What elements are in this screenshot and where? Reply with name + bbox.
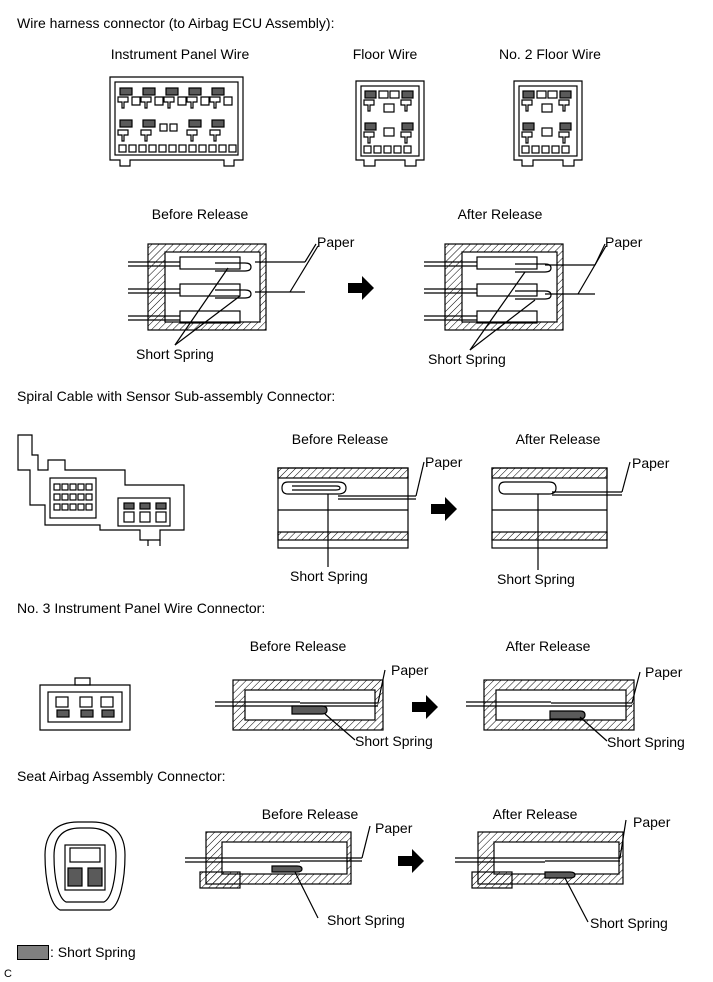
label-instrument-panel-wire: Instrument Panel Wire bbox=[110, 46, 250, 62]
section-heading-wire-harness: Wire harness connector (to Airbag ECU As… bbox=[17, 15, 335, 31]
no2-floor-wire-connector-face bbox=[513, 80, 583, 167]
seat-airbag-after-release bbox=[455, 819, 627, 923]
label-short-spring-3b: Short Spring bbox=[607, 734, 685, 750]
label-after-release-2: After Release bbox=[515, 431, 601, 447]
seat-airbag-before-release bbox=[185, 825, 371, 919]
label-short-spring-2b: Short Spring bbox=[497, 571, 575, 587]
arrow-right-icon bbox=[398, 849, 424, 873]
label-paper-3b: Paper bbox=[645, 664, 683, 680]
label-paper-1a: Paper bbox=[317, 234, 355, 250]
label-before-release-4: Before Release bbox=[261, 806, 359, 822]
arrow-right-icon bbox=[412, 695, 438, 719]
legend-swatch bbox=[17, 945, 49, 960]
label-short-spring-3a: Short Spring bbox=[355, 733, 433, 749]
arrow-right-icon bbox=[431, 497, 457, 521]
label-before-release-3: Before Release bbox=[249, 638, 347, 654]
label-short-spring-4b: Short Spring bbox=[590, 915, 668, 931]
label-after-release-4: After Release bbox=[492, 806, 578, 822]
legend-label: : Short Spring bbox=[50, 944, 136, 960]
section-heading-seat-airbag: Seat Airbag Assembly Connector: bbox=[17, 768, 226, 784]
label-short-spring-1b: Short Spring bbox=[428, 351, 506, 367]
instrument-panel-wire-connector-face bbox=[109, 76, 244, 167]
no3-after-release bbox=[466, 671, 641, 742]
no3-before-release bbox=[215, 669, 386, 741]
section-heading-spiral-cable: Spiral Cable with Sensor Sub-assembly Co… bbox=[17, 388, 336, 404]
label-before-release-1: Before Release bbox=[151, 206, 249, 222]
label-after-release-3: After Release bbox=[505, 638, 591, 654]
label-paper-3a: Paper bbox=[391, 662, 429, 678]
label-before-release-2: Before Release bbox=[291, 431, 389, 447]
label-short-spring-1a: Short Spring bbox=[136, 346, 214, 362]
label-floor-wire: Floor Wire bbox=[352, 46, 418, 62]
wire-harness-after-release bbox=[424, 243, 607, 351]
label-paper-4a: Paper bbox=[375, 820, 413, 836]
spiral-cable-connector-face bbox=[17, 434, 185, 546]
spiral-cable-after-release bbox=[491, 461, 631, 570]
label-paper-4b: Paper bbox=[633, 814, 671, 830]
label-after-release-1: After Release bbox=[457, 206, 543, 222]
label-paper-1b: Paper bbox=[605, 234, 643, 250]
label-paper-2b: Paper bbox=[632, 455, 670, 471]
floor-wire-connector-face bbox=[355, 80, 425, 167]
label-short-spring-2a: Short Spring bbox=[290, 568, 368, 584]
label-paper-2a: Paper bbox=[425, 454, 463, 470]
no3-instrument-panel-connector-face bbox=[39, 677, 131, 731]
label-short-spring-4a: Short Spring bbox=[327, 912, 405, 928]
wire-harness-before-release bbox=[128, 243, 319, 346]
footer-code: C bbox=[4, 968, 12, 980]
label-no2-floor-wire: No. 2 Floor Wire bbox=[499, 46, 601, 62]
seat-airbag-connector-face bbox=[44, 821, 126, 911]
arrow-right-icon bbox=[348, 276, 374, 300]
section-heading-no3-instrument-panel: No. 3 Instrument Panel Wire Connector: bbox=[17, 600, 266, 616]
spiral-cable-before-release bbox=[277, 461, 425, 567]
